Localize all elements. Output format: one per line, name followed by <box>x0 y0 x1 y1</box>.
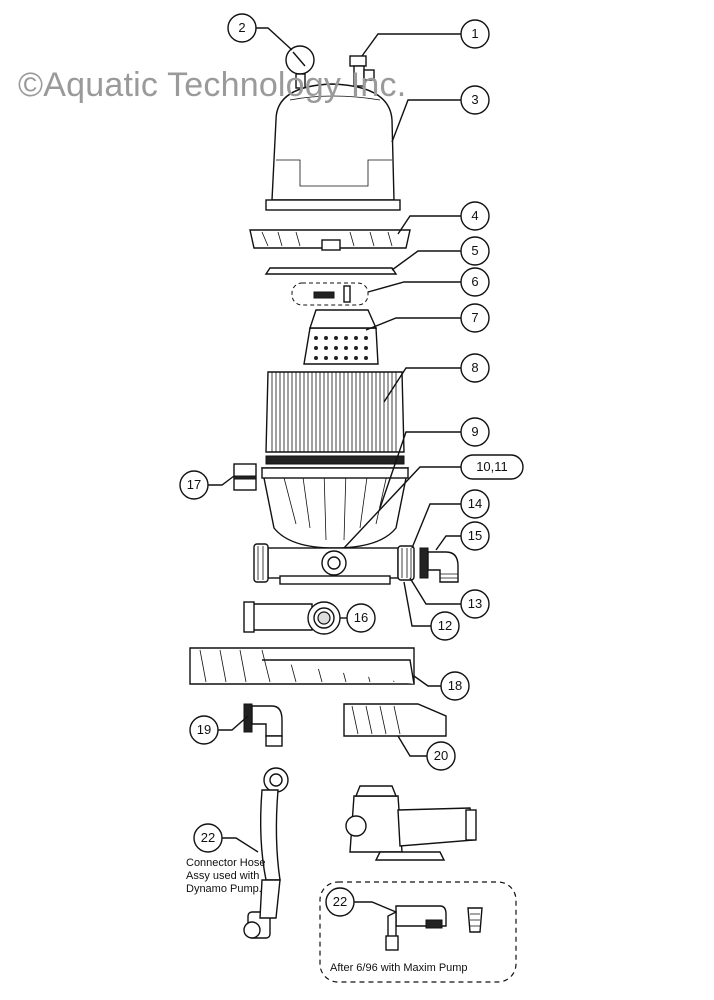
callout-number: 1 <box>471 26 478 41</box>
connector-hose-part <box>243 767 289 939</box>
o-ring-part <box>264 267 398 275</box>
callout-number: 12 <box>438 618 452 633</box>
copyright-watermark: ©Aquatic Technology Inc. <box>18 66 407 104</box>
callout-number: 9 <box>471 424 478 439</box>
callout-4: 4 <box>460 201 490 231</box>
pipe-union-part <box>243 601 341 635</box>
callout-10-11: 10,11 <box>460 454 524 480</box>
callout-7: 7 <box>460 303 490 333</box>
callout-number: 6 <box>471 274 478 289</box>
callout-number: 3 <box>471 92 478 107</box>
callout-15: 15 <box>460 521 490 551</box>
callout-13: 13 <box>460 589 490 619</box>
callout-leader-lines <box>208 27 461 913</box>
callout-6: 6 <box>460 267 490 297</box>
callout-number: 4 <box>471 208 478 223</box>
callout-1: 1 <box>460 19 490 49</box>
sight-glass-part <box>233 463 257 491</box>
callout-number: 17 <box>187 477 201 492</box>
callout-20: 20 <box>426 741 456 771</box>
callout-number: 14 <box>468 496 482 511</box>
callout-number: 18 <box>448 678 462 693</box>
callout-9: 9 <box>460 417 490 447</box>
callout-22-maxim: 22 <box>325 887 355 917</box>
callout-17: 17 <box>179 470 209 500</box>
callout-number: 19 <box>197 722 211 737</box>
air-relief-valve-part <box>349 55 375 87</box>
callout-number: 5 <box>471 243 478 258</box>
tank-lid-part <box>265 83 401 211</box>
filter-cartridge-part <box>265 371 405 453</box>
elbow-fitting-part <box>419 547 459 583</box>
callout-16: 16 <box>346 603 376 633</box>
callout-12: 12 <box>430 611 460 641</box>
maxim-pump-note: After 6/96 with Maxim Pump <box>330 962 468 974</box>
callout-number: 22 <box>333 894 347 909</box>
callout-3: 3 <box>460 85 490 115</box>
callout-number: 22 <box>201 830 215 845</box>
tank-ports-part <box>267 547 399 585</box>
union-nut-part <box>397 545 415 581</box>
callout-5: 5 <box>460 236 490 266</box>
connector-hose-note: Connector Hose Assy used with Dynamo Pum… <box>186 857 266 895</box>
clamp-ring-part <box>249 229 411 251</box>
elbow-adapter-part <box>243 703 283 747</box>
base-cover-part <box>343 703 447 737</box>
tank-body-part <box>261 455 409 549</box>
manifold-inset-part <box>291 282 369 306</box>
callout-22-hose: 22 <box>193 823 223 853</box>
callout-number: 16 <box>354 610 368 625</box>
maxim-inset-box <box>319 881 517 983</box>
callout-number: 8 <box>471 360 478 375</box>
callout-18: 18 <box>440 671 470 701</box>
callout-8: 8 <box>460 353 490 383</box>
callout-number: 20 <box>434 748 448 763</box>
callout-number: 10,11 <box>476 459 508 474</box>
callout-number: 15 <box>468 528 482 543</box>
filter-base-part <box>189 647 415 685</box>
callout-19: 19 <box>189 715 219 745</box>
left-union-nut-part <box>253 543 269 583</box>
callout-2: 2 <box>227 13 257 43</box>
callout-number: 13 <box>468 596 482 611</box>
element-top-part <box>303 309 379 365</box>
callout-number: 2 <box>238 20 245 35</box>
callout-14: 14 <box>460 489 490 519</box>
pump-part <box>345 785 477 861</box>
callout-number: 7 <box>471 310 478 325</box>
pressure-gauge-part <box>285 45 315 89</box>
